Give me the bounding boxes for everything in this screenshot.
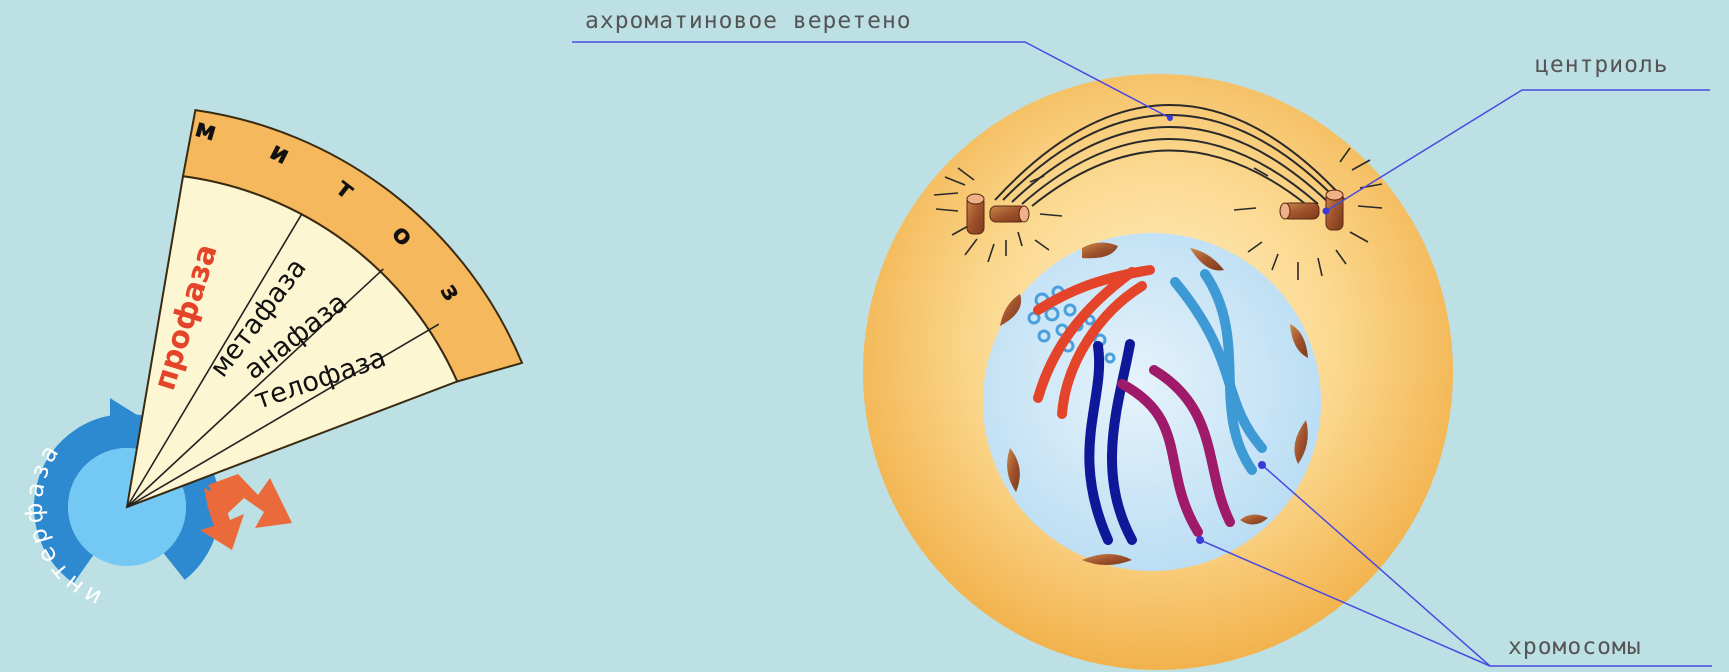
chromosomes-label: хромосомы [1508,634,1642,660]
centriole-label: центриоль [1535,52,1669,78]
exit-arrows [200,474,292,550]
spindle-label: ахроматиновое веретено [585,8,912,34]
cell-cycle-diagram: митоз профаза метафаза анафаза телофаза … [19,110,522,613]
cell [863,74,1453,670]
